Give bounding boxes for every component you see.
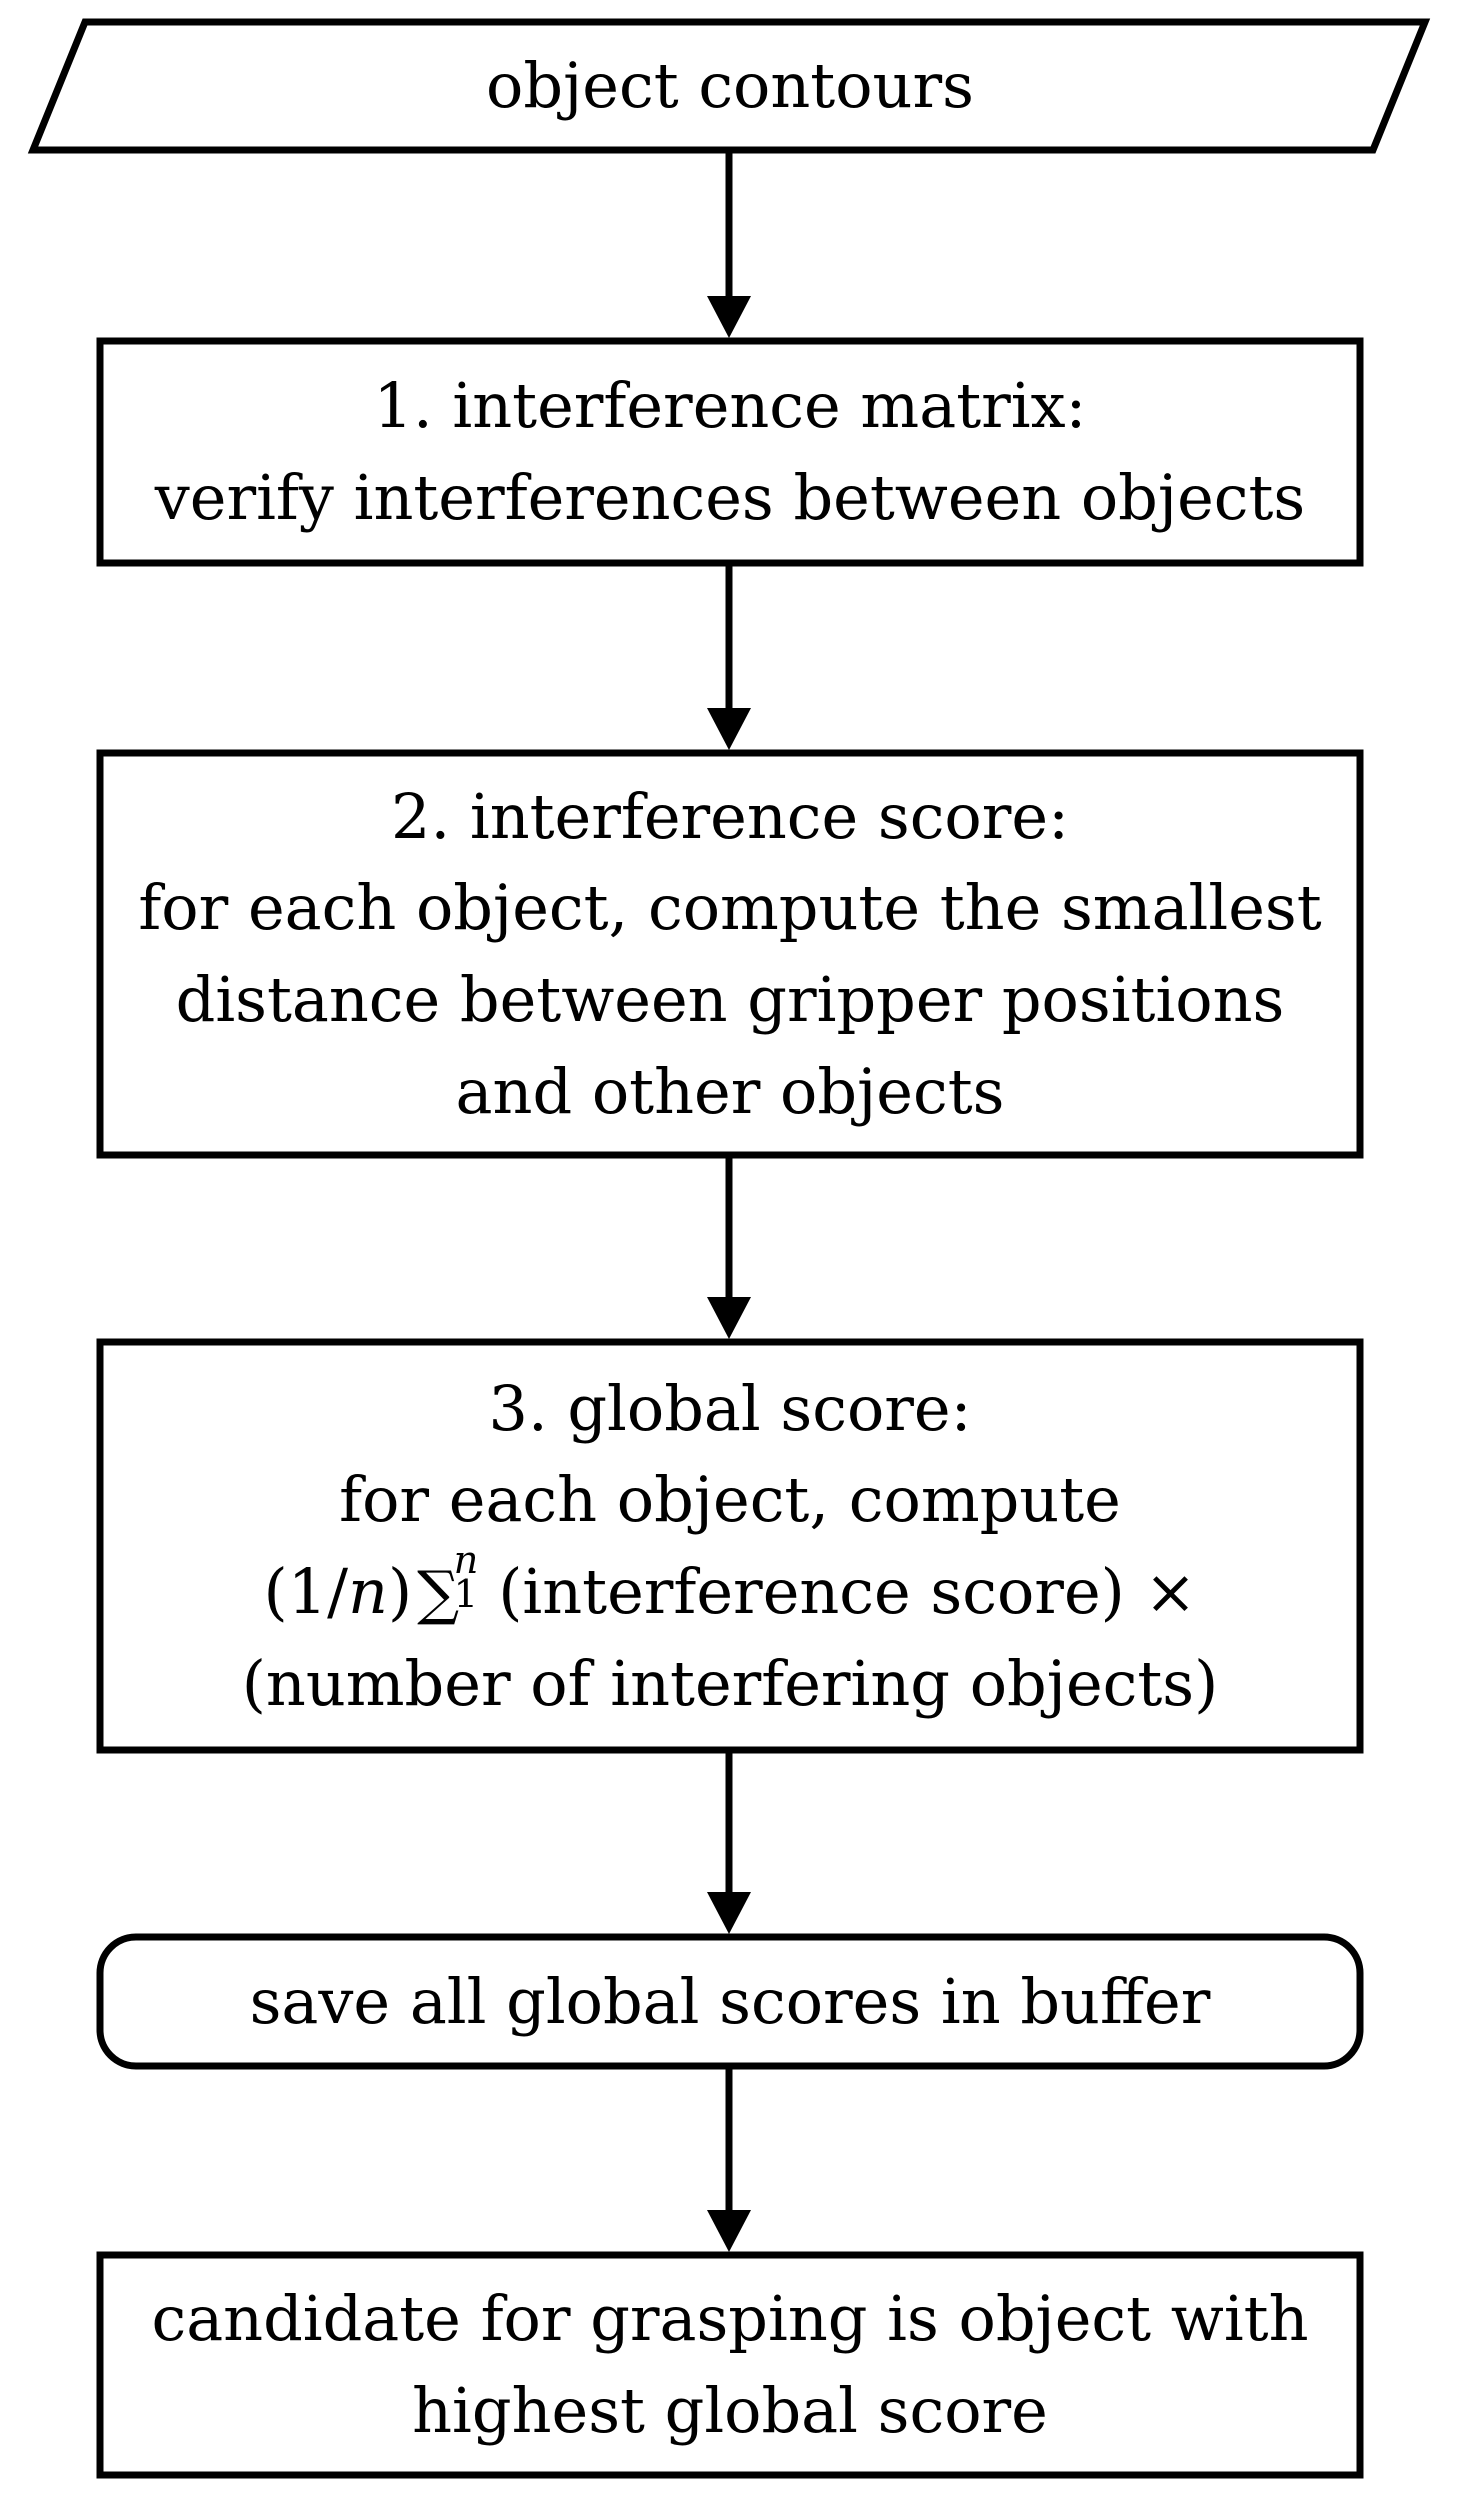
- step2-label: 2. interference score: for each object, …: [104, 757, 1356, 1151]
- step1-box: [96, 337, 1364, 567]
- step2-description-line1: for each object, compute the smallest: [138, 871, 1322, 945]
- step1-label: 1. interference matrix: verify interfere…: [104, 345, 1356, 559]
- step3-description-tail: (number of interfering objects): [241, 1646, 1219, 1720]
- result-box: [96, 2251, 1364, 2479]
- step1-description: verify interferences between objects: [154, 461, 1306, 534]
- sum-upper-limit: n: [453, 1537, 479, 1583]
- step3-box: [96, 1338, 1364, 1754]
- formula-term: (interference score) ×: [498, 1555, 1197, 1628]
- arrow-buffer-to-result: [707, 2066, 751, 2252]
- arrow-step1-to-step2: [707, 563, 751, 750]
- step3-description: for each object, compute: [339, 1463, 1121, 1537]
- step2-description-line2: distance between gripper positions: [175, 963, 1285, 1036]
- sum-lower-limit: 1: [453, 1572, 479, 1618]
- formula-var-n: n: [348, 1555, 388, 1628]
- step2-title: 2. interference score:: [391, 779, 1069, 853]
- result-line2: highest global score: [412, 2374, 1048, 2447]
- step3-title: 3. global score:: [488, 1371, 972, 1445]
- arrow-step3-to-buffer: [707, 1750, 751, 1934]
- formula-close: ): [387, 1555, 413, 1628]
- buffer-label: save all global scores in buffer: [104, 1941, 1356, 2062]
- formula-open: (1/: [263, 1555, 349, 1628]
- step3-label: 3. global score: for each object, comput…: [104, 1346, 1356, 1746]
- step2-box: [96, 749, 1364, 1159]
- sum-symbol: ∑: [417, 1558, 460, 1627]
- input-label: object contours: [60, 22, 1400, 150]
- input-parallelogram: [27, 18, 1431, 154]
- step2-description-line3: and other objects: [455, 1054, 1005, 1128]
- result-line1: candidate for grasping is object with: [151, 2282, 1309, 2356]
- input-text: object contours: [486, 49, 974, 123]
- arrow-step2-to-step3: [707, 1155, 751, 1339]
- result-label: candidate for grasping is object with hi…: [104, 2259, 1356, 2471]
- step1-title: 1. interference matrix:: [373, 369, 1087, 443]
- buffer-text: save all global scores in buffer: [249, 1964, 1211, 2038]
- arrow-input-to-step1: [707, 150, 751, 338]
